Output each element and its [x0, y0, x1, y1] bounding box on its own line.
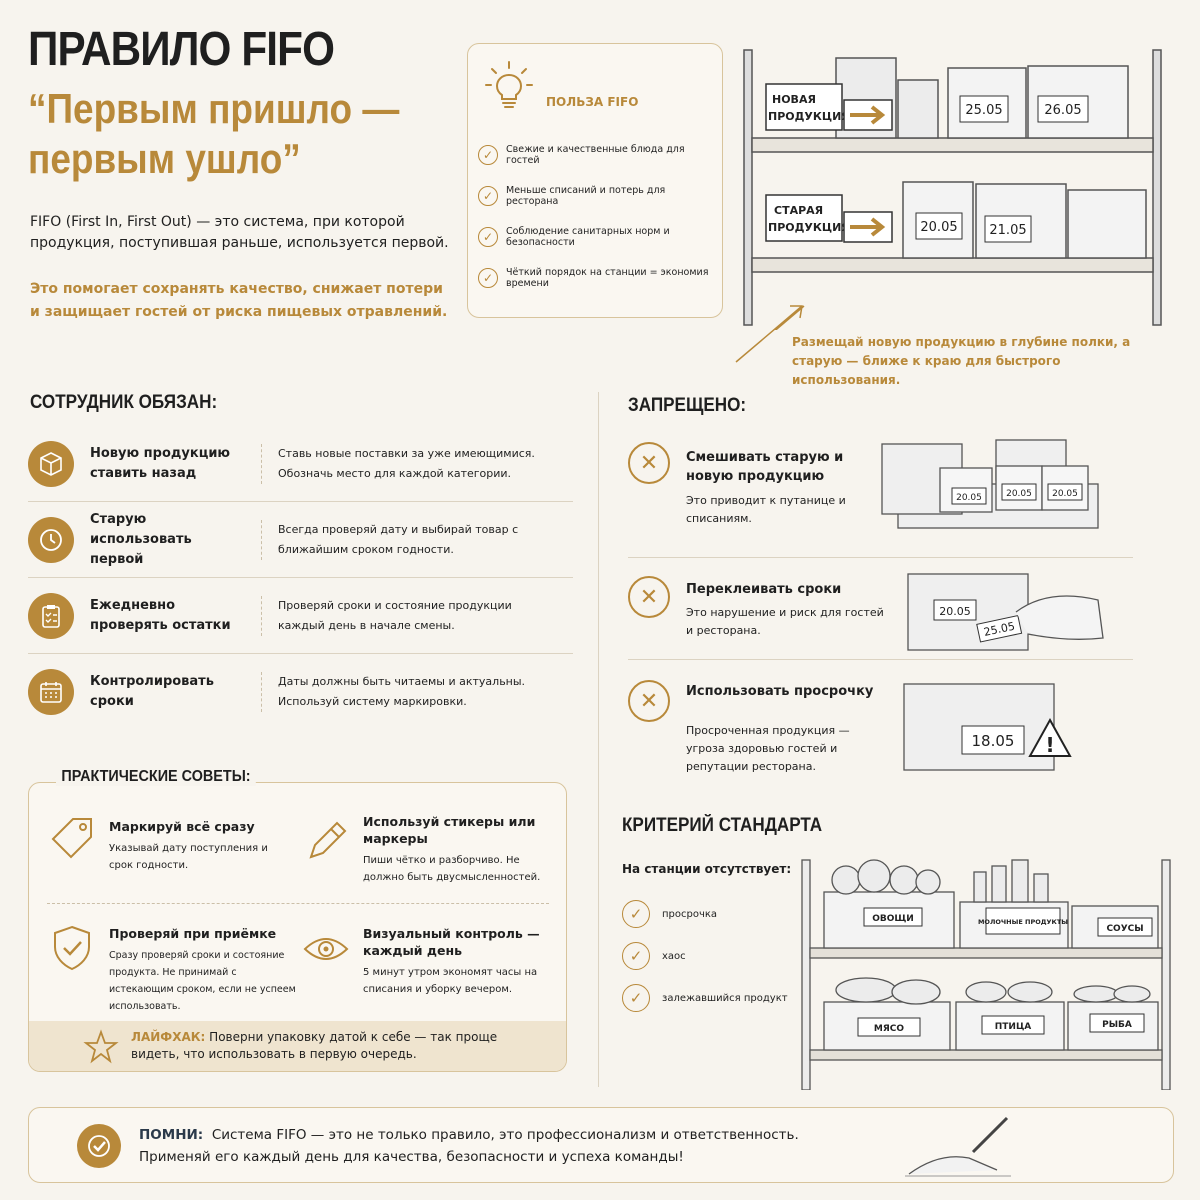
remember-line1: Система FIFO — это не только правило, эт…	[211, 1127, 799, 1143]
page-subtitle: “Первым пришло — первым ушло”	[28, 85, 400, 182]
hand-icon	[1015, 595, 1104, 640]
new-product-label: НОВАЯ	[772, 93, 816, 106]
eye-icon	[301, 929, 351, 973]
date-label: 20.05	[1006, 489, 1032, 499]
check-icon: ✓	[478, 145, 498, 165]
forbidden-title: ЗАПРЕЩЕНО:	[628, 395, 747, 416]
remember-label: ПОМНИ:	[139, 1127, 204, 1143]
lifehack-banner: ЛАЙФХАК: Поверни упаковку датой к себе —…	[29, 1021, 566, 1071]
pen-icon	[301, 815, 351, 869]
lightbulb-icon	[485, 61, 533, 108]
hand-writing-icon	[905, 1116, 1011, 1177]
forbidden-item: ✕ Использовать просрочку Просроченная пр…	[628, 670, 1133, 782]
arrow-right-icon	[850, 105, 886, 125]
shelf-label: РЫБА	[1102, 1020, 1132, 1030]
old-product-sign	[765, 194, 843, 242]
date-label: 25.05	[983, 620, 1017, 639]
svg-text:ПРОДУКЦИЯ: ПРОДУКЦИЯ	[768, 110, 850, 123]
date-label: 25.05	[965, 103, 1002, 118]
check-circle-icon	[77, 1124, 121, 1168]
check-icon: ✓	[622, 900, 650, 928]
svg-text:!: !	[1045, 733, 1054, 757]
shelf-label: МОЛОЧНЫЕ ПРОДУКТЫ	[978, 918, 1068, 926]
star-icon	[83, 1029, 119, 1064]
intro-text: FIFO (First In, First Out) — это система…	[30, 214, 449, 251]
new-product-sign	[765, 83, 843, 131]
vertical-divider	[598, 392, 599, 1087]
date-label: 26.05	[1044, 103, 1081, 118]
date-label: 20.05	[956, 493, 982, 503]
remember-banner: ПОМНИ: Система FIFO — это не только прав…	[28, 1107, 1174, 1183]
cross-icon: ✕	[628, 442, 670, 484]
relabel-illustration: 20.05 25.05	[907, 573, 1104, 651]
date-label: 21.05	[989, 223, 1026, 238]
check-icon: ✓	[622, 942, 650, 970]
cross-icon: ✕	[628, 680, 670, 722]
arrow-diagonal-icon	[735, 305, 803, 363]
check-icon: ✓	[478, 227, 498, 247]
clipboard-icon	[28, 592, 74, 639]
box-icon	[28, 440, 74, 487]
tag-icon	[47, 813, 97, 867]
shelf-note: Размещай новую продукцию в глубине полки…	[792, 335, 1131, 387]
date-label: 20.05	[920, 220, 957, 235]
criteria-title: КРИТЕРИЙ СТАНДАРТА	[622, 815, 823, 836]
check-icon: ✓	[478, 268, 498, 288]
shield-icon	[47, 923, 97, 977]
benefit-item: ✓Соблюдение санитарных норм и безопаснос…	[478, 226, 718, 248]
expired-container-illustration: 18.05 !	[903, 683, 1072, 771]
remember-line2: Применяй его каждый день для качества, б…	[139, 1149, 684, 1165]
criteria-item: ✓хаос	[622, 942, 686, 970]
lifehack-text: Поверни упаковку датой к себе — так прощ…	[131, 1030, 498, 1061]
mixed-containers-illustration: 20.05 20.05 20.05	[881, 439, 1099, 529]
warning-icon	[1028, 717, 1072, 757]
criteria-item: ✓просрочка	[622, 900, 717, 928]
organized-shelf-illustration: ОВОЩИ МОЛОЧНЫЕ ПРОДУКТЫ СОУСЫ МЯСО ПТИЦА…	[801, 859, 1171, 1090]
shelf-label: ПТИЦА	[995, 1022, 1032, 1032]
clock-icon	[28, 516, 74, 563]
intro-accent-text: Это помогает сохранять качество, снижает…	[30, 281, 448, 320]
tips-title: ПРАКТИЧЕСКИЕ СОВЕТЫ:	[56, 768, 256, 786]
date-label: 20.05	[1052, 489, 1078, 499]
page-title: ПРАВИЛО FIFO	[28, 23, 335, 76]
calendar-icon	[28, 669, 74, 715]
benefits-title: ПОЛЬЗА FIFO	[546, 95, 639, 109]
duties-title: СОТРУДНИК ОБЯЗАН:	[30, 392, 218, 413]
check-icon: ✓	[478, 186, 498, 206]
forbidden-item: ✕ Переклеивать сроки Это нарушение и рис…	[628, 568, 1133, 660]
benefits-card: ПОЛЬЗА FIFO ✓Свежие и качественные блюда…	[467, 43, 723, 318]
date-label: 20.05	[939, 605, 971, 618]
shelf-label: СОУСЫ	[1106, 924, 1143, 934]
svg-text:СТАРАЯ: СТАРАЯ	[774, 204, 823, 217]
lifehack-label: ЛАЙФХАК:	[131, 1030, 206, 1044]
benefit-item: ✓Чёткий порядок на станции = экономия вр…	[478, 267, 718, 289]
date-label: 18.05	[972, 732, 1015, 750]
shelf-label: ОВОЩИ	[872, 914, 914, 924]
arrow-right-icon	[850, 217, 886, 237]
shelf-label: МЯСО	[874, 1024, 904, 1034]
benefit-item: ✓Свежие и качественные блюда для гостей	[478, 144, 718, 166]
benefit-item: ✓Меньше списаний и потерь для ресторана	[478, 185, 718, 207]
check-icon: ✓	[622, 984, 650, 1012]
shelf-illustration: НОВАЯ ПРОДУКЦИЯ СТАРАЯ ПРОДУКЦИЯ 25.05 2…	[743, 49, 1162, 330]
forbidden-item: ✕ Смешивать старую и новую продукцию Это…	[628, 432, 1133, 558]
cross-icon: ✕	[628, 576, 670, 618]
svg-text:ПРОДУКЦИЯ: ПРОДУКЦИЯ	[768, 221, 850, 234]
criteria-subtitle: На станции отсутствует:	[622, 862, 792, 876]
criteria-item: ✓залежавшийся продукт	[622, 984, 788, 1012]
